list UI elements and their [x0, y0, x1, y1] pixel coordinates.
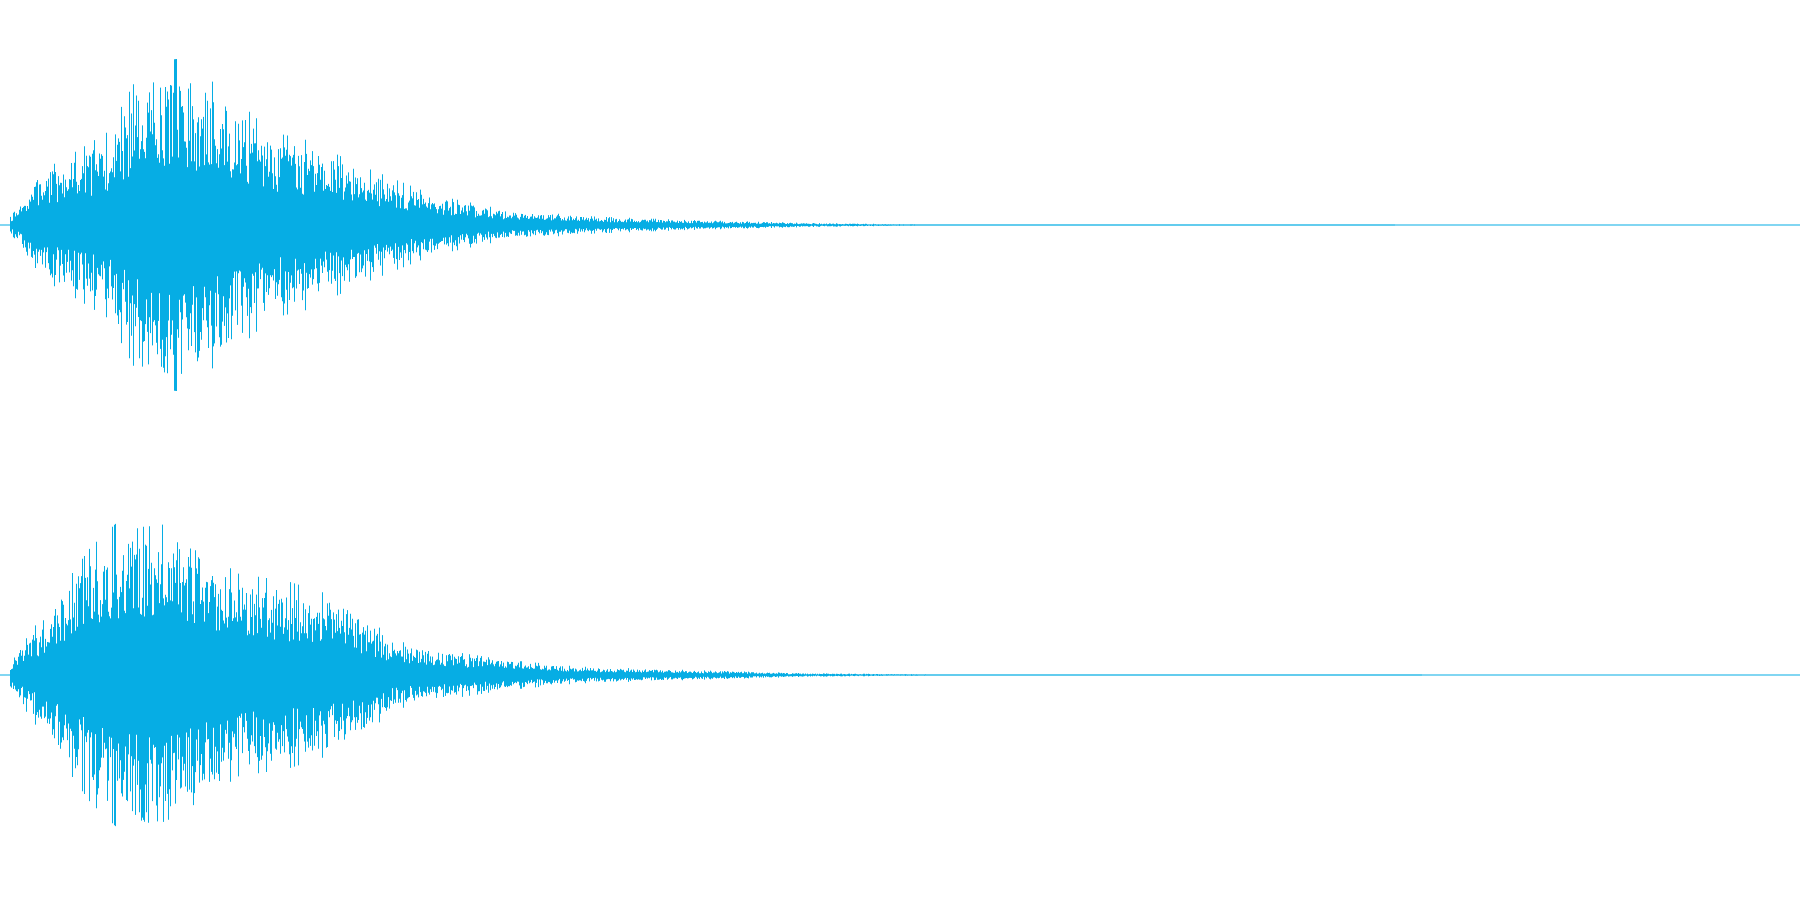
waveform-samples	[10, 523, 1422, 827]
waveform-channel-1	[0, 59, 1800, 391]
waveform-channel-2-svg	[0, 523, 1800, 827]
waveform-channel-1-svg	[0, 59, 1800, 391]
waveform-samples	[10, 59, 1395, 391]
waveform-channel-2	[0, 450, 1800, 900]
